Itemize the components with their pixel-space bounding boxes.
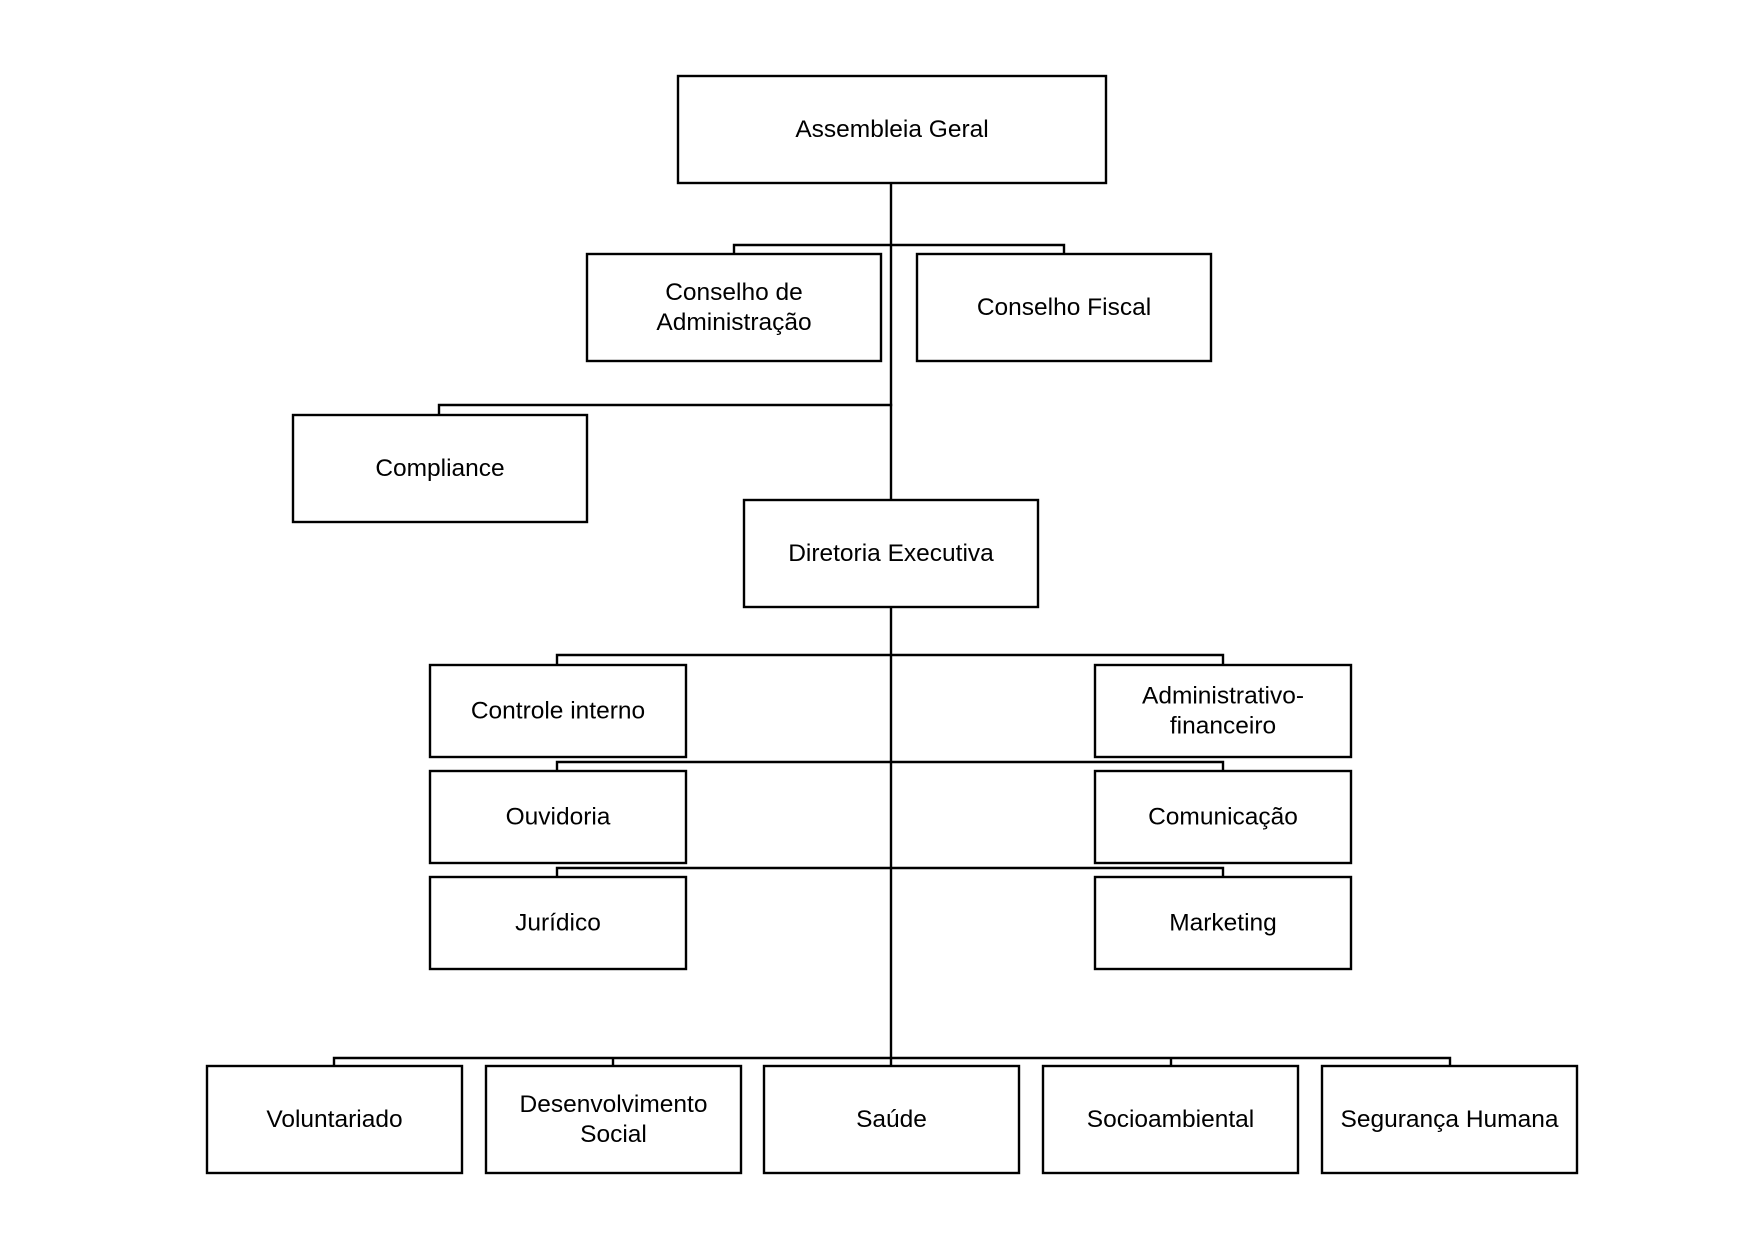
node-diretoria-executiva: Diretoria Executiva — [742, 498, 1040, 609]
node-label: Socioambiental — [1087, 1106, 1255, 1133]
node-voluntariado: Voluntariado — [205, 1064, 464, 1175]
node-label: Ouvidoria — [506, 804, 611, 831]
node-ouvidoria: Ouvidoria — [428, 769, 688, 865]
connector-conselhos — [732, 243, 1066, 256]
node-assembleia-geral: Assembleia Geral — [676, 74, 1108, 185]
node-label-line-2: financeiro — [1170, 713, 1276, 740]
connector-bottom-row — [332, 1056, 1452, 1068]
node-desenvolvimento-social: Desenvolvimento Social — [484, 1064, 743, 1175]
node-controle-interno: Controle interno — [428, 663, 688, 759]
node-label: Conselho Fiscal — [977, 294, 1151, 321]
node-label-line-2: Administração — [656, 309, 811, 336]
node-juridico: Jurídico — [428, 875, 688, 971]
connector-compliance — [437, 403, 893, 417]
node-label: Diretoria Executiva — [788, 540, 994, 567]
node-label: Compliance — [375, 455, 504, 482]
node-label: Controle interno — [471, 698, 645, 725]
node-label: Voluntariado — [266, 1106, 402, 1133]
node-label-line-2: Social — [580, 1121, 647, 1148]
node-comunicacao: Comunicação — [1093, 769, 1353, 865]
node-socioambiental: Socioambiental — [1041, 1064, 1300, 1175]
node-administrativo-financeiro: Administrativo- financeiro — [1093, 663, 1353, 759]
connectors — [332, 181, 1452, 1068]
node-label-line-1: Desenvolvimento — [520, 1091, 708, 1118]
node-conselho-fiscal: Conselho Fiscal — [915, 252, 1213, 363]
node-seguranca-humana: Segurança Humana — [1320, 1064, 1579, 1175]
node-label: Comunicação — [1148, 804, 1298, 831]
node-marketing: Marketing — [1093, 875, 1353, 971]
node-label: Jurídico — [515, 910, 601, 937]
node-label: Saúde — [856, 1106, 927, 1133]
node-conselho-administracao: Conselho de Administração — [585, 252, 883, 363]
connector-row-3 — [555, 866, 1225, 879]
node-label: Segurança Humana — [1341, 1106, 1559, 1133]
node-label-line-1: Conselho de — [665, 279, 803, 306]
node-compliance: Compliance — [291, 413, 589, 524]
connector-row-1 — [555, 653, 1225, 667]
node-label: Marketing — [1169, 910, 1277, 937]
node-label-line-1: Administrativo- — [1142, 683, 1304, 710]
node-saude: Saúde — [762, 1064, 1021, 1175]
connector-row-2 — [555, 760, 1225, 773]
node-label: Assembleia Geral — [795, 116, 988, 143]
